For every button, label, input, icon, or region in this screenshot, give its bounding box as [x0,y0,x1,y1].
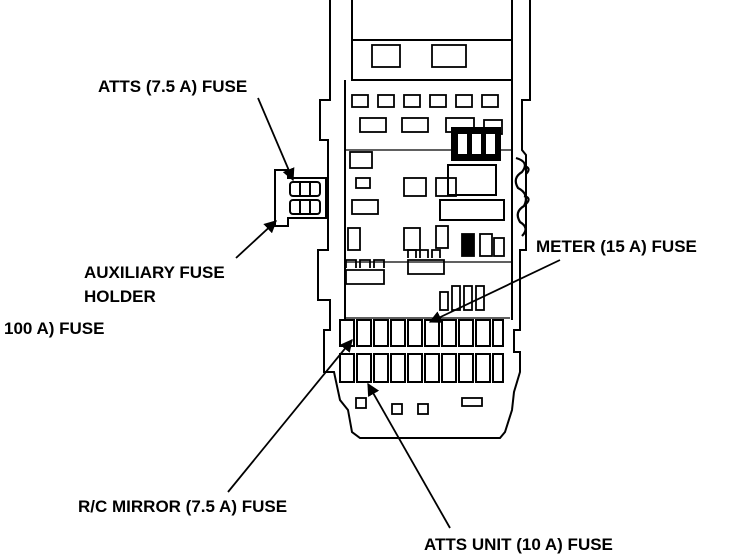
atts-unit-fuse-leader [367,382,451,529]
aux-holder-label-line2: HOLDER [84,287,156,306]
aux-holder-label-line1: AUXILIARY FUSE [84,263,225,282]
partial-fuse-label: 100 A) FUSE [4,319,104,338]
aux-holder-leader [235,220,277,259]
atts-fuse-label: ATTS (7.5 A) FUSE [98,77,247,96]
rc-mirror-fuse-leader [227,339,353,493]
middle-relay-slots [347,151,505,257]
relay-block [439,127,505,221]
bottom-slots [355,397,483,415]
meter-fuse-leader [428,259,561,323]
meter-fuse-label: METER (15 A) FUSE [536,237,697,256]
fuse-row-lower [339,353,504,383]
leader-lines [227,97,561,529]
retaining-clips [514,156,530,237]
fuse-row-upper [339,319,504,347]
atts-unit-fuse-label: ATTS UNIT (10 A) FUSE [424,535,613,554]
auxiliary-fuse-holder [274,169,327,227]
atts-fuse-leader [257,97,295,182]
fuse-box-housing [317,0,531,439]
upper-relay-slots [351,44,503,135]
rc-mirror-fuse-label: R/C MIRROR (7.5 A) FUSE [78,497,287,516]
connector-terminals [345,249,485,311]
